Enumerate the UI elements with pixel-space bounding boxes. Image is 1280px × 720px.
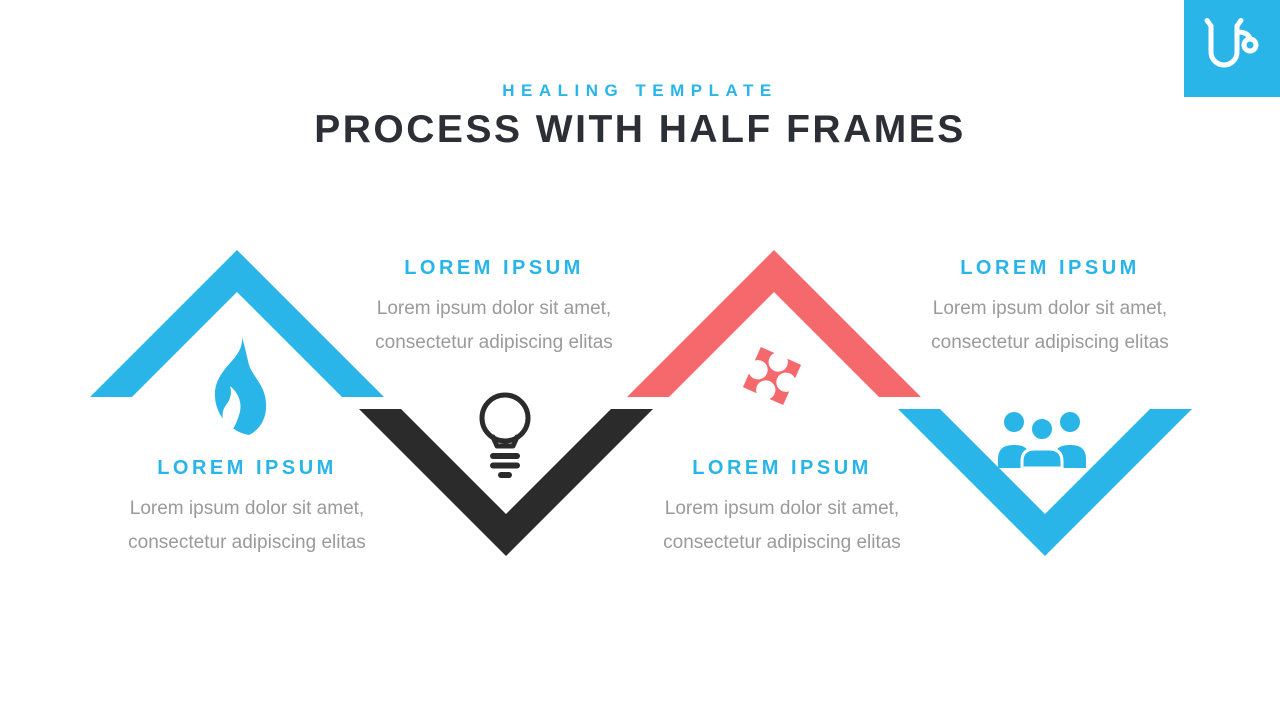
step-4-body-line-1: Lorem ipsum dolor sit amet, [932,298,1168,319]
half-frame-2-down [359,409,653,556]
step-1-heading: LOREM IPSUM [157,457,337,479]
step-4-body: Lorem ipsum dolor sit amet, consectetur … [890,292,1210,360]
step-3-body: Lorem ipsum dolor sit amet, consectetur … [622,492,942,560]
step-2-heading: LOREM IPSUM [404,257,584,279]
puzzle-icon [742,346,802,406]
page-title: PROCESS WITH HALF FRAMES [314,108,966,151]
half-frame-1-up [90,250,384,397]
step-1-body: Lorem ipsum dolor sit amet, consectetur … [87,492,407,560]
logo-badge [1184,0,1280,97]
step-1-text: LOREM IPSUM Lorem ipsum dolor sit amet, … [87,457,407,560]
lightbulb-icon [479,392,531,478]
step-4-body-line-2: consectetur adipiscing elitas [931,332,1169,353]
step-3-body-line-1: Lorem ipsum dolor sit amet, [664,498,900,519]
half-frame-3-up [627,250,921,397]
step-1-body-line-1: Lorem ipsum dolor sit amet, [129,498,365,519]
step-2-body-line-2: consectetur adipiscing elitas [375,332,613,353]
step-2-text: LOREM IPSUM Lorem ipsum dolor sit amet, … [334,257,654,360]
step-1-body-line-2: consectetur adipiscing elitas [128,532,366,553]
flame-icon [214,337,267,435]
step-2-body: Lorem ipsum dolor sit amet, consectetur … [334,292,654,360]
step-4-text: LOREM IPSUM Lorem ipsum dolor sit amet, … [890,257,1210,360]
slide-kicker: HEALING TEMPLATE [502,81,778,100]
step-3-text: LOREM IPSUM Lorem ipsum dolor sit amet, … [622,457,942,560]
step-4-heading: LOREM IPSUM [960,257,1140,279]
stethoscope-icon [1204,17,1259,67]
step-3-body-line-2: consectetur adipiscing elitas [663,532,901,553]
step-3-heading: LOREM IPSUM [692,457,872,479]
half-frame-4-down [898,409,1192,556]
people-icon [998,412,1086,468]
step-2-body-line-1: Lorem ipsum dolor sit amet, [376,298,612,319]
